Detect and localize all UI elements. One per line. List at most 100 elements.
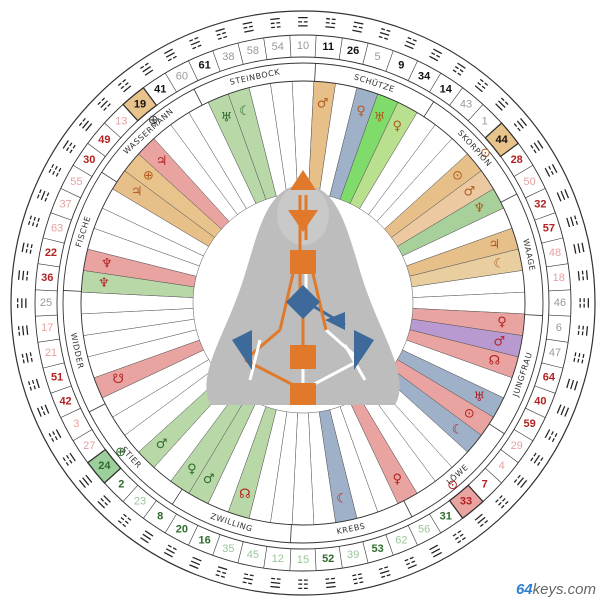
planet-icon[interactable]: ⊙ [452, 169, 463, 184]
root-center[interactable] [290, 383, 316, 405]
gate-number[interactable]: 44 [496, 134, 509, 146]
gate-number[interactable]: 61 [199, 60, 211, 72]
planet-icon[interactable]: ♀ [187, 462, 197, 477]
gate-number[interactable]: 56 [418, 524, 430, 536]
gate-number[interactable]: 54 [272, 41, 284, 53]
planet-icon[interactable]: ⊕ [143, 169, 154, 184]
gate-number[interactable]: 32 [534, 199, 546, 211]
gate-number[interactable]: 29 [511, 440, 523, 452]
gate-number[interactable]: 5 [375, 51, 381, 63]
gate-number[interactable]: 49 [98, 134, 110, 146]
planet-icon[interactable]: ♆ [98, 276, 110, 291]
gate-number[interactable]: 31 [440, 511, 452, 523]
gate-number[interactable]: 55 [70, 176, 82, 188]
gate-number[interactable]: 41 [154, 83, 166, 95]
solar-plexus-center[interactable] [354, 330, 374, 370]
gate-number[interactable]: 20 [176, 524, 188, 536]
planet-icon[interactable]: ☋ [112, 372, 124, 387]
spleen-center[interactable] [232, 330, 252, 370]
gate-number[interactable]: 23 [134, 496, 146, 508]
gate-number[interactable]: 39 [347, 549, 359, 561]
throat-center[interactable] [290, 250, 316, 274]
gate-number[interactable]: 17 [41, 322, 53, 334]
gate-number[interactable]: 62 [395, 534, 407, 546]
gate-number[interactable]: 64 [543, 372, 556, 384]
gate-number[interactable]: 15 [297, 554, 309, 566]
gate-number[interactable]: 33 [460, 496, 472, 508]
sacral-center[interactable] [290, 345, 316, 369]
planet-icon[interactable]: ♆ [474, 201, 486, 216]
gate-number[interactable]: 43 [460, 98, 472, 110]
gate-number[interactable]: 4 [499, 460, 505, 472]
gate-number[interactable]: 59 [524, 418, 536, 430]
planet-icon[interactable]: ☾ [452, 422, 464, 437]
planet-icon[interactable]: ♀ [393, 472, 403, 487]
gate-number[interactable]: 52 [322, 553, 334, 565]
planet-icon[interactable]: ♂ [317, 96, 329, 111]
gate-number[interactable]: 30 [83, 154, 95, 166]
gate-number[interactable]: 14 [440, 83, 453, 95]
gate-number[interactable]: 2 [118, 479, 124, 491]
gate-number[interactable]: 10 [297, 40, 309, 52]
gate-number[interactable]: 21 [45, 347, 57, 359]
gate-number[interactable]: 12 [272, 553, 284, 565]
planet-icon[interactable]: ☊ [489, 354, 501, 369]
planet-icon[interactable]: ♃ [156, 154, 168, 169]
gate-number[interactable]: 28 [511, 154, 523, 166]
planet-icon[interactable]: ☾ [336, 492, 348, 507]
gate-number[interactable]: 42 [59, 395, 71, 407]
gate-number[interactable]: 9 [398, 60, 404, 72]
planet-icon[interactable]: ☊ [239, 487, 251, 502]
gate-number[interactable]: 37 [59, 199, 71, 211]
planet-icon[interactable]: ☾ [493, 256, 505, 271]
planet-icon[interactable]: ♂ [156, 437, 168, 452]
planet-icon[interactable]: ♀ [393, 119, 403, 134]
planet-icon[interactable]: ♂ [493, 335, 505, 350]
gate-number[interactable]: 40 [534, 395, 546, 407]
gate-number[interactable]: 53 [371, 543, 383, 555]
brand-logo[interactable]: 64keys.com [515, 581, 596, 598]
gate-number[interactable]: 36 [41, 272, 53, 284]
planet-icon[interactable]: ♆ [101, 256, 113, 271]
gate-number[interactable]: 24 [98, 460, 111, 472]
planet-icon[interactable]: ♀ [356, 104, 366, 119]
gate-number[interactable]: 11 [322, 41, 334, 53]
gate-number[interactable]: 1 [482, 115, 488, 127]
gate-number[interactable]: 57 [543, 222, 555, 234]
planet-icon[interactable]: ♅ [374, 111, 386, 126]
gate-number[interactable]: 63 [51, 222, 63, 234]
gate-number[interactable]: 8 [157, 511, 163, 523]
gate-number[interactable]: 35 [222, 543, 234, 555]
gate-number[interactable]: 26 [347, 45, 359, 57]
gate-number[interactable]: 18 [553, 272, 565, 284]
planet-icon[interactable]: ♃ [131, 184, 143, 199]
gate-number[interactable]: 48 [549, 247, 561, 259]
gate-number[interactable]: 34 [418, 70, 431, 82]
gate-number[interactable]: 22 [45, 247, 57, 259]
gate-number[interactable]: 51 [51, 372, 63, 384]
planet-icon[interactable]: ♂ [463, 184, 475, 199]
gate-number[interactable]: 16 [199, 534, 211, 546]
gate-number[interactable]: 50 [524, 176, 536, 188]
gate-number[interactable]: 38 [222, 51, 234, 63]
gate-number[interactable]: 7 [482, 479, 488, 491]
planet-icon[interactable]: ♃ [489, 237, 501, 252]
gate-number[interactable]: 47 [549, 347, 561, 359]
gate-number[interactable]: 3 [73, 418, 79, 430]
planet-icon[interactable]: ♅ [474, 390, 486, 405]
planet-icon[interactable]: ♅ [221, 111, 233, 126]
planet-icon[interactable]: ♀ [497, 315, 507, 330]
planet-icon[interactable]: ♂ [203, 472, 215, 487]
gate-number[interactable]: 19 [134, 98, 146, 110]
g-center[interactable] [286, 285, 320, 319]
planet-icon[interactable]: ☾ [239, 104, 251, 119]
head-center[interactable] [290, 170, 316, 190]
gate-number[interactable]: 58 [247, 45, 259, 57]
gate-number[interactable]: 25 [40, 297, 52, 309]
ajna-center[interactable] [288, 210, 318, 232]
planet-icon[interactable]: ⊙ [464, 407, 475, 422]
gate-number[interactable]: 27 [83, 440, 95, 452]
gate-number[interactable]: 6 [556, 322, 562, 334]
gate-number[interactable]: 60 [176, 70, 188, 82]
gate-number[interactable]: 45 [247, 549, 259, 561]
